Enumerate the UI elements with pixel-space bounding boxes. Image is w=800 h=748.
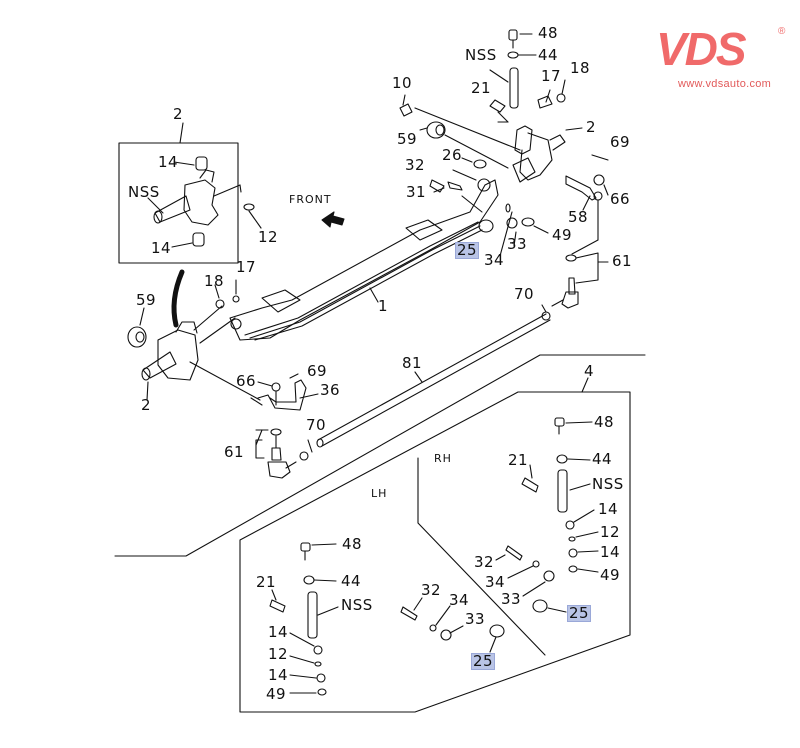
left-callout-70[interactable]: 70 <box>306 416 327 434</box>
lh-callout-34[interactable]: 34 <box>449 591 470 609</box>
callout-nss[interactable]: NSS <box>465 46 497 64</box>
lh-callout-44[interactable]: 44 <box>341 572 362 590</box>
callout-26[interactable]: 26 <box>442 146 463 164</box>
callout-44[interactable]: 44 <box>538 46 559 64</box>
section-divider-upper <box>114 354 646 557</box>
vds-logo: VDS ® www.vdsauto.com <box>656 23 785 90</box>
tie-rod-part <box>316 313 551 448</box>
axle-callout-1[interactable]: 1 <box>378 297 389 315</box>
callout-69[interactable]: 69 <box>610 133 631 151</box>
rh-side-label: RH <box>434 452 452 465</box>
left-callout-61[interactable]: 61 <box>224 443 245 461</box>
front-arrow-icon <box>321 211 345 228</box>
lh-callout-49[interactable]: 49 <box>266 685 287 703</box>
rh-callout-44[interactable]: 44 <box>592 450 613 468</box>
front-direction-label: FRONT <box>289 193 332 206</box>
rh-callout-21[interactable]: 21 <box>508 451 529 469</box>
callout-61[interactable]: 61 <box>612 252 633 270</box>
left-callout-66[interactable]: 66 <box>236 372 257 390</box>
lh-side-label: LH <box>371 487 388 500</box>
callout-49[interactable]: 49 <box>552 226 573 244</box>
left-callout-17[interactable]: 17 <box>236 258 257 276</box>
callout-33[interactable]: 33 <box>507 235 528 253</box>
rh-callout-49[interactable]: 49 <box>600 566 621 584</box>
inset-callout-nss[interactable]: NSS <box>128 183 160 201</box>
callout-21[interactable]: 21 <box>471 79 492 97</box>
callout-48[interactable]: 48 <box>538 24 559 42</box>
callout-58[interactable]: 58 <box>568 208 589 226</box>
lh-callout-14-top[interactable]: 14 <box>268 623 289 641</box>
rh-kit-callout-4[interactable]: 4 <box>584 362 595 380</box>
logo-brand: VDS <box>656 23 747 75</box>
lh-callout-12[interactable]: 12 <box>268 645 289 663</box>
left-steering-arm-part <box>250 379 307 411</box>
lh-callout-32[interactable]: 32 <box>421 581 442 599</box>
callout-59[interactable]: 59 <box>397 130 418 148</box>
rh-callout-14-bottom[interactable]: 14 <box>600 543 621 561</box>
callout-17[interactable]: 17 <box>541 67 562 85</box>
left-callout-69[interactable]: 69 <box>307 362 328 380</box>
right-knuckle-part <box>399 29 605 233</box>
inset-callout-14-top[interactable]: 14 <box>158 153 179 171</box>
callout-70[interactable]: 70 <box>514 285 535 303</box>
rh-callout-32[interactable]: 32 <box>474 553 495 571</box>
left-callout-2[interactable]: 2 <box>141 396 152 414</box>
rh-kingpin-kit-part <box>505 417 578 613</box>
rh-callout-nss[interactable]: NSS <box>592 475 624 493</box>
lh-callout-25-highlighted[interactable]: 25 <box>471 652 496 670</box>
rh-callout-25-highlighted[interactable]: 25 <box>567 604 592 622</box>
callout-25-highlighted[interactable]: 25 <box>455 241 480 259</box>
rh-callout-33[interactable]: 33 <box>501 590 522 608</box>
left-tie-rod-end-part <box>267 428 309 479</box>
left-callout-18[interactable]: 18 <box>204 272 225 290</box>
inset-callout-2[interactable]: 2 <box>173 105 184 123</box>
lh-callout-48[interactable]: 48 <box>342 535 363 553</box>
callout-10[interactable]: 10 <box>392 74 413 92</box>
callout-34[interactable]: 34 <box>484 251 505 269</box>
logo-url[interactable]: www.vdsauto.com <box>678 78 772 90</box>
lh-callout-21[interactable]: 21 <box>256 573 277 591</box>
axle-beam <box>229 178 499 341</box>
left-callout-59[interactable]: 59 <box>136 291 157 309</box>
tie-rod-callout-81[interactable]: 81 <box>402 354 423 372</box>
lh-callout-33[interactable]: 33 <box>465 610 486 628</box>
lh-callout-14-bottom[interactable]: 14 <box>268 666 289 684</box>
rh-kit-box <box>239 391 631 713</box>
left-callout-36[interactable]: 36 <box>320 381 341 399</box>
knuckle-inset-box <box>118 142 239 264</box>
inset-knuckle-part <box>153 156 255 247</box>
lh-callout-nss[interactable]: NSS <box>341 596 373 614</box>
right-tie-rod-end-part <box>541 254 579 321</box>
rh-callout-14-top[interactable]: 14 <box>598 500 619 518</box>
inset-callout-14-bottom[interactable]: 14 <box>151 239 172 257</box>
callout-2[interactable]: 2 <box>586 118 597 136</box>
callout-12[interactable]: 12 <box>258 228 279 246</box>
callout-31[interactable]: 31 <box>406 183 427 201</box>
rh-callout-48[interactable]: 48 <box>594 413 615 431</box>
registered-mark: ® <box>778 26 786 37</box>
callout-66[interactable]: 66 <box>610 190 631 208</box>
rh-callout-34[interactable]: 34 <box>485 573 506 591</box>
rh-callout-12[interactable]: 12 <box>600 523 621 541</box>
callout-32[interactable]: 32 <box>405 156 426 174</box>
callout-18[interactable]: 18 <box>570 59 591 77</box>
